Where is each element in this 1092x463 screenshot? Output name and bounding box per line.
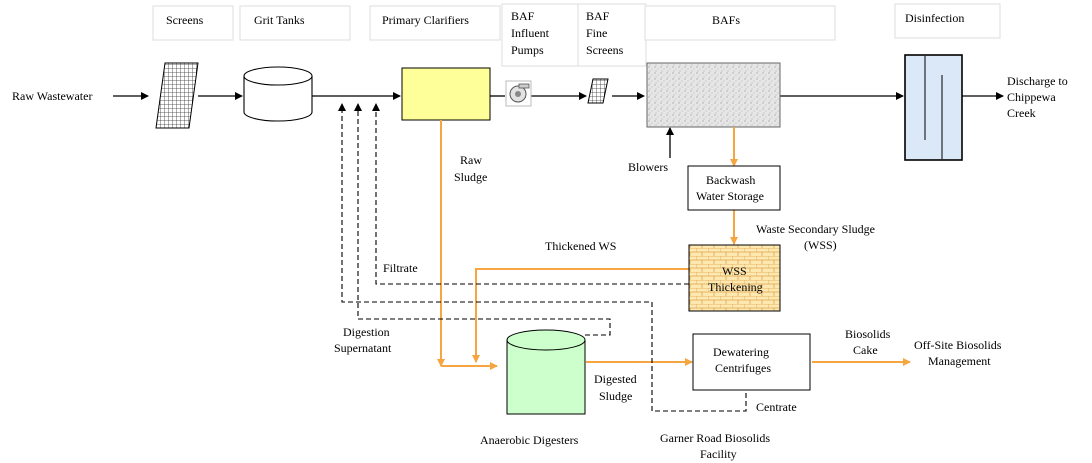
header-disinfection: Disinfection	[894, 3, 1001, 39]
svg-text:Disinfection: Disinfection	[905, 11, 964, 25]
blowers-label: Blowers	[628, 160, 668, 174]
svg-text:Biosolids: Biosolids	[845, 327, 891, 341]
grit-tank-icon	[243, 66, 313, 122]
svg-text:BAF: BAF	[586, 9, 610, 23]
svg-text:Thickening: Thickening	[708, 280, 763, 294]
baf-tank-box	[646, 62, 781, 128]
svg-text:Grit Tanks: Grit Tanks	[254, 13, 305, 27]
anaerobic-digesters-label: Anaerobic Digesters	[480, 433, 579, 447]
fine-screen-icon	[587, 78, 609, 104]
svg-text:Backwash: Backwash	[706, 173, 755, 187]
svg-text:Centrifuges: Centrifuges	[715, 361, 771, 375]
svg-text:Screens: Screens	[586, 43, 624, 57]
header-primary-clarifiers: Primary Clarifiers	[369, 5, 501, 41]
anaerobic-digester-tank	[506, 329, 586, 415]
svg-text:BAFs: BAFs	[712, 13, 740, 27]
header-baf-fine-screens: BAF Fine Screens	[577, 3, 647, 67]
svg-text:Fine: Fine	[586, 26, 607, 40]
svg-text:Digested: Digested	[594, 372, 637, 386]
raw-sludge-label: Raw Sludge	[454, 153, 487, 184]
thickened-ws-label: Thickened WS	[545, 239, 616, 253]
backwash-storage-box: Backwash Water Storage	[687, 165, 781, 211]
discharge-label: Discharge to Chippewa Creek	[1007, 74, 1068, 120]
svg-text:Management: Management	[928, 354, 991, 368]
primary-clarifier-box	[401, 67, 491, 121]
disinfection-tank	[904, 54, 963, 161]
svg-text:Waste Secondary Sludge: Waste Secondary Sludge	[756, 222, 875, 236]
svg-text:Dewatering: Dewatering	[713, 345, 769, 359]
svg-text:Chippewa: Chippewa	[1007, 90, 1056, 104]
svg-text:WSS: WSS	[722, 264, 747, 278]
svg-text:Primary Clarifiers: Primary Clarifiers	[382, 13, 469, 27]
svg-text:Pumps: Pumps	[511, 43, 544, 57]
svg-text:Sludge: Sludge	[599, 389, 632, 403]
offsite-biosolids-label: Off-Site Biosolids Management	[914, 338, 1002, 368]
header-grit-tanks: Grit Tanks	[239, 5, 351, 41]
svg-text:Discharge to: Discharge to	[1007, 74, 1068, 88]
dewatering-centrifuges-box: Dewatering Centrifuges	[692, 333, 811, 391]
raw-wastewater-label: Raw Wastewater	[12, 89, 92, 103]
svg-text:BAF: BAF	[511, 9, 535, 23]
biosolids-cake-label: Biosolids Cake	[845, 327, 891, 357]
wss-label: Waste Secondary Sludge (WSS)	[756, 222, 875, 252]
svg-text:Off-Site Biosolids: Off-Site Biosolids	[914, 338, 1002, 352]
svg-text:(WSS): (WSS)	[804, 238, 837, 252]
pump-icon	[505, 80, 532, 107]
svg-text:Influent: Influent	[511, 26, 550, 40]
svg-text:Screens: Screens	[166, 13, 204, 27]
svg-text:Sludge: Sludge	[454, 170, 487, 184]
header-baf-influent-pumps: BAF Influent Pumps	[501, 3, 579, 67]
svg-text:Cake: Cake	[853, 343, 878, 357]
svg-text:Raw: Raw	[460, 153, 482, 167]
svg-text:Garner Road Biosolids: Garner Road Biosolids	[660, 431, 770, 445]
digestion-supernatant-label: Digestion Supernatant	[334, 325, 392, 355]
svg-text:Facility: Facility	[700, 447, 737, 461]
digested-sludge-label: Digested Sludge	[594, 372, 637, 403]
svg-text:Digestion: Digestion	[343, 325, 390, 339]
garner-road-label: Garner Road Biosolids Facility	[660, 431, 770, 461]
centrate-label: Centrate	[756, 400, 797, 414]
header-bafs: BAFs	[644, 5, 836, 41]
wss-thickening-box: WSS Thickening	[688, 244, 781, 312]
svg-text:Creek: Creek	[1007, 106, 1036, 120]
svg-text:Water Storage: Water Storage	[696, 189, 764, 203]
recycle-dashed-lines	[338, 103, 747, 412]
main-flow-lines	[113, 92, 1004, 158]
sludge-flow-lines	[437, 120, 911, 370]
bar-screen-icon	[155, 62, 199, 129]
header-screens: Screens	[152, 5, 234, 41]
filtrate-label: Filtrate	[383, 261, 418, 275]
svg-text:Supernatant: Supernatant	[334, 341, 392, 355]
